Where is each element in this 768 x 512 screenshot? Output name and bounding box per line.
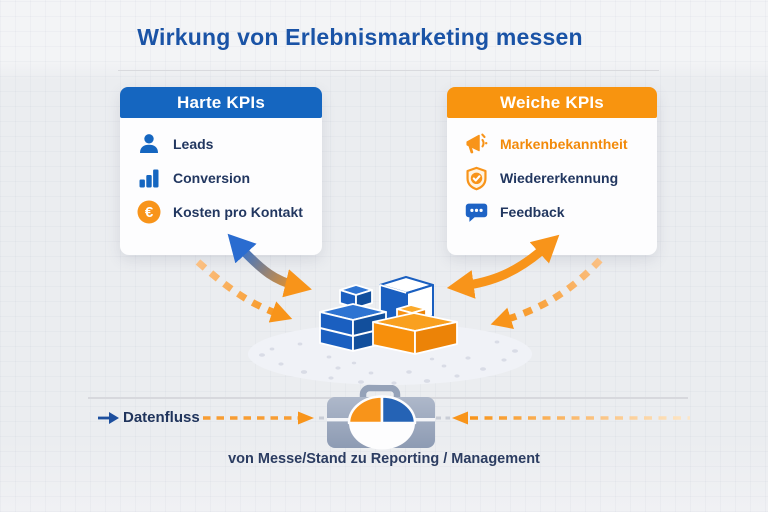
briefcase-pie-icon bbox=[327, 384, 435, 450]
dashed-flow-arrow-left bbox=[203, 411, 332, 425]
kpi-item-markenbekanntheit: Markenbekanntheit bbox=[463, 131, 643, 157]
card-weiche-kpis-title: Weiche KPIs bbox=[500, 92, 604, 112]
card-weiche-kpis-header: Weiche KPIs bbox=[447, 87, 657, 118]
title-divider bbox=[118, 70, 659, 71]
euro-icon: € bbox=[136, 199, 162, 225]
kpi-label: Conversion bbox=[173, 170, 251, 186]
card-harte-kpis: Harte KPIs Leads bbox=[120, 87, 322, 255]
card-weiche-kpis-body: Markenbekanntheit Wiedererkennung bbox=[447, 118, 657, 225]
dashed-flow-arrow-right bbox=[436, 411, 690, 425]
kpi-item-feedback: Feedback bbox=[463, 199, 643, 225]
curved-arrow-right-dashed bbox=[490, 257, 603, 330]
card-harte-kpis-header: Harte KPIs bbox=[120, 87, 322, 118]
kpi-label: Leads bbox=[173, 136, 214, 152]
kpi-label: Kosten pro Kontakt bbox=[173, 204, 303, 220]
bar-chart-icon bbox=[136, 165, 162, 191]
card-harte-kpis-title: Harte KPIs bbox=[177, 92, 265, 112]
kpi-item-kosten: € Kosten pro Kontakt bbox=[136, 199, 308, 225]
kpi-item-wiedererkennung: Wiedererkennung bbox=[463, 165, 643, 191]
kpi-item-leads: Leads bbox=[136, 131, 308, 157]
dataflow-arrow-icon bbox=[98, 412, 119, 424]
kpi-item-conversion: Conversion bbox=[136, 165, 308, 191]
card-harte-kpis-body: Leads Conversion € bbox=[120, 118, 322, 225]
person-icon bbox=[136, 131, 162, 157]
page-title: Wirkung von Erlebnismarketing messen bbox=[137, 24, 583, 50]
speech-bubble-icon bbox=[463, 199, 489, 225]
card-weiche-kpis: Weiche KPIs Markenbekanntheit bbox=[447, 87, 657, 255]
dataflow-label: Datenfluss bbox=[123, 409, 200, 426]
megaphone-icon bbox=[463, 131, 489, 157]
dataflow-caption: von Messe/Stand zu Reporting / Managemen… bbox=[228, 451, 540, 467]
curved-arrow-left-dashed bbox=[195, 259, 293, 323]
shield-check-icon bbox=[463, 165, 489, 191]
orange-box-icon bbox=[372, 304, 458, 355]
svg-text:€: € bbox=[145, 204, 154, 221]
kpi-label: Wiedererkennung bbox=[500, 170, 619, 186]
blue-box-icon bbox=[319, 284, 387, 352]
platform-ellipse bbox=[248, 323, 532, 385]
kpi-label: Markenbekanntheit bbox=[500, 136, 628, 152]
exhibition-stand-boxes-icon bbox=[195, 233, 603, 385]
blue-crate-icon bbox=[379, 276, 434, 348]
kpi-label: Feedback bbox=[500, 204, 565, 220]
